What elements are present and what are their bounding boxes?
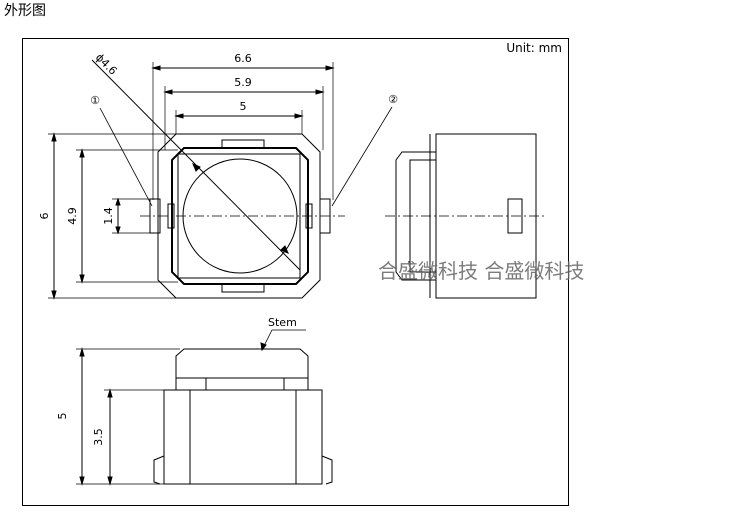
front-stem-neck (205, 377, 285, 391)
front-view (153, 329, 333, 485)
body-outline-outer (157, 133, 321, 299)
side-view-right (385, 133, 545, 299)
diameter-arrow-2 (280, 245, 289, 254)
height-dimensions (48, 132, 178, 300)
tab-bottom (221, 283, 265, 293)
top-view (91, 59, 345, 299)
body-outline-inner (171, 147, 309, 285)
dim-width-mid: 5.9 (234, 76, 252, 89)
dim-side-body: 3.5 (92, 428, 105, 446)
pin-2-label: ② (388, 93, 398, 106)
front-stem (175, 348, 309, 391)
dim-height-outer: 6 (38, 213, 51, 220)
stem-leader (261, 329, 306, 351)
dim-side-total: 5 (56, 413, 69, 420)
front-leg-left (153, 455, 165, 485)
diameter-arrow-1 (192, 163, 201, 172)
dim-width-outer: 6.6 (234, 52, 252, 65)
unit-label: Unit: mm (506, 41, 562, 55)
dim-terminal: 1.4 (102, 207, 115, 225)
front-dimensions (76, 347, 180, 486)
stem-label: Stem (268, 316, 297, 329)
front-leg-right (321, 455, 333, 485)
drawing-heading: 外形图 (4, 3, 46, 19)
drawing-frame: Unit: mm (22, 38, 569, 506)
tab-top (221, 139, 265, 149)
watermark: 合盛微科技 合盛微科技 (378, 259, 584, 283)
side-plunger (395, 151, 436, 281)
dim-width-inner: 5 (240, 100, 247, 113)
pin-leaders (99, 106, 393, 207)
front-body (163, 389, 323, 485)
dim-height-inner: 4.9 (66, 207, 79, 225)
pin-1-label: ① (90, 94, 100, 107)
width-dimensions (151, 62, 335, 200)
